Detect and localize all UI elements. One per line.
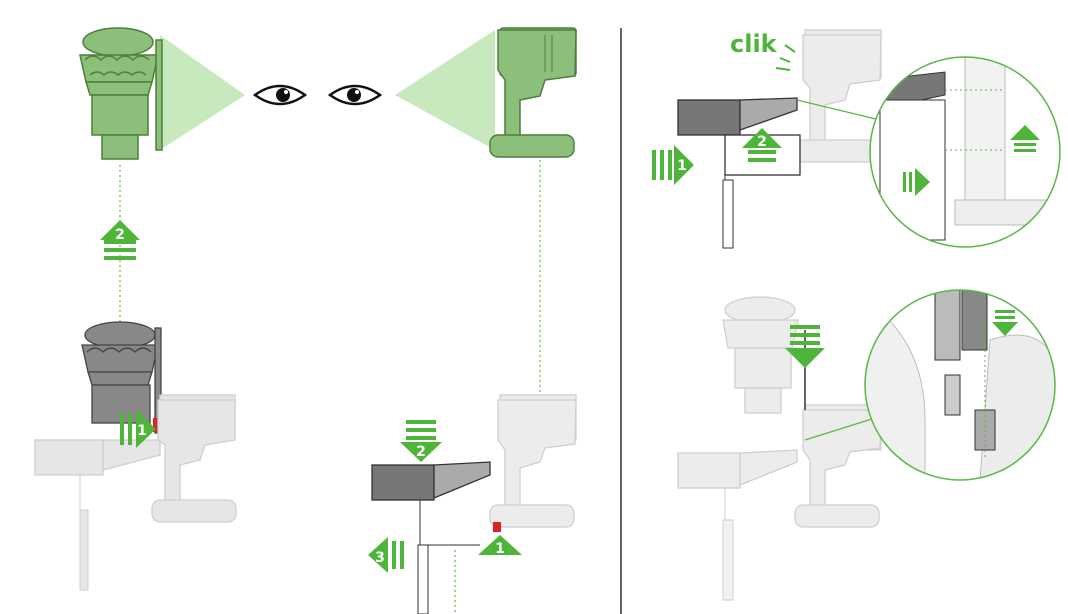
assembly-left-group: 1 bbox=[34, 321, 237, 591]
release-tab bbox=[493, 522, 501, 532]
wand-assembly-light bbox=[34, 394, 237, 523]
main-body-green bbox=[489, 27, 577, 158]
right-arrow-icon bbox=[903, 168, 930, 196]
main-body-light bbox=[489, 394, 577, 528]
step-number: 1 bbox=[137, 423, 147, 439]
wand-dark bbox=[677, 97, 801, 176]
latch-group bbox=[677, 289, 1056, 601]
main-body-light bbox=[794, 29, 882, 163]
down-arrow-icon bbox=[400, 420, 442, 462]
sight-cone-left bbox=[160, 35, 245, 150]
inspection-group: 2 bbox=[79, 27, 577, 614]
wand-dark bbox=[371, 461, 491, 501]
up-arrow-icon bbox=[1010, 125, 1040, 152]
clik-group: clik 2 1 bbox=[652, 29, 1061, 249]
right-arrow-icon bbox=[120, 410, 156, 448]
step-number: 2 bbox=[115, 227, 125, 243]
main-body-light bbox=[677, 404, 882, 528]
up-arrow-icon bbox=[478, 535, 522, 555]
step-number: 1 bbox=[677, 158, 687, 174]
zoom-circle bbox=[864, 289, 1056, 481]
step-number: 3 bbox=[375, 550, 385, 566]
click-burst-icon bbox=[775, 44, 796, 71]
step-number: 2 bbox=[416, 444, 426, 460]
removal-group: 2 1 3 bbox=[368, 394, 577, 614]
zoom-leader bbox=[804, 417, 876, 441]
sight-cone-right bbox=[395, 30, 495, 150]
step-number: 1 bbox=[495, 541, 505, 557]
up-arrow-icon bbox=[100, 220, 140, 260]
zoom-leader bbox=[796, 99, 881, 121]
clik-label: clik bbox=[730, 30, 778, 58]
step-number: 2 bbox=[757, 134, 767, 150]
down-arrow-icon bbox=[785, 325, 825, 368]
eye-icon bbox=[327, 84, 383, 106]
cyclone-part-green bbox=[79, 27, 163, 160]
cyclone-part-light bbox=[722, 296, 799, 414]
release-tab bbox=[153, 418, 161, 432]
up-arrow-icon bbox=[742, 128, 782, 162]
left-arrow-icon bbox=[368, 537, 404, 573]
down-arrow-icon bbox=[992, 310, 1018, 336]
zoom-detail-top bbox=[870, 57, 1060, 247]
eye-icon bbox=[252, 84, 308, 106]
zoom-circle bbox=[869, 56, 1061, 248]
zoom-detail-bottom bbox=[865, 290, 1055, 480]
right-arrow-icon bbox=[652, 145, 694, 185]
